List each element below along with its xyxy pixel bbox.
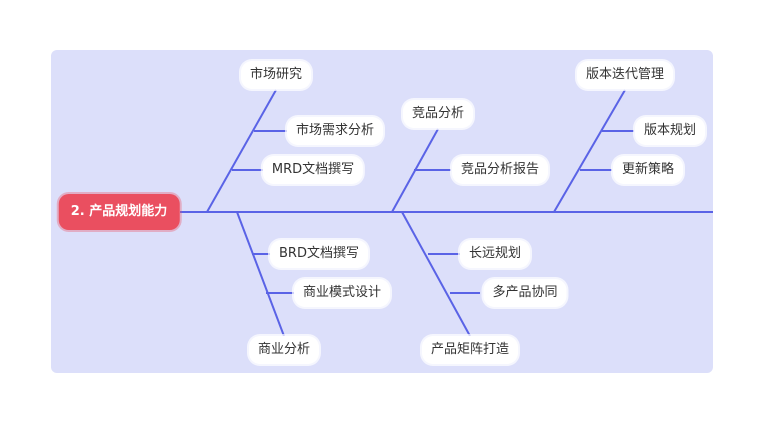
node-multi-product-collab[interactable]: 多产品协同: [483, 279, 567, 307]
node-update-strategy[interactable]: 更新策略: [612, 156, 684, 184]
node-version-iteration-mgmt[interactable]: 版本迭代管理: [576, 61, 674, 89]
node-brd-writing[interactable]: BRD文档撰写: [270, 240, 368, 268]
bone-version-mgmt: [553, 89, 626, 213]
bone-biz-analysis: [236, 211, 285, 337]
node-business-model-design[interactable]: 商业模式设计: [293, 279, 391, 307]
node-mrd-writing[interactable]: MRD文档撰写: [262, 156, 364, 184]
node-long-term-planning[interactable]: 长远规划: [459, 240, 531, 268]
node-market-research[interactable]: 市场研究: [240, 61, 312, 89]
node-competitor-analysis[interactable]: 竞品分析: [402, 100, 474, 128]
node-market-demand-analysis[interactable]: 市场需求分析: [286, 117, 384, 145]
bone-market: [206, 89, 277, 213]
node-product-matrix[interactable]: 产品矩阵打造: [421, 336, 519, 364]
node-version-planning[interactable]: 版本规划: [634, 117, 706, 145]
bone-matrix: [401, 211, 471, 337]
node-business-analysis[interactable]: 商业分析: [248, 336, 320, 364]
node-competitor-report[interactable]: 竞品分析报告: [451, 156, 549, 184]
root-node-product-planning[interactable]: 2. 产品规划能力: [58, 194, 180, 230]
